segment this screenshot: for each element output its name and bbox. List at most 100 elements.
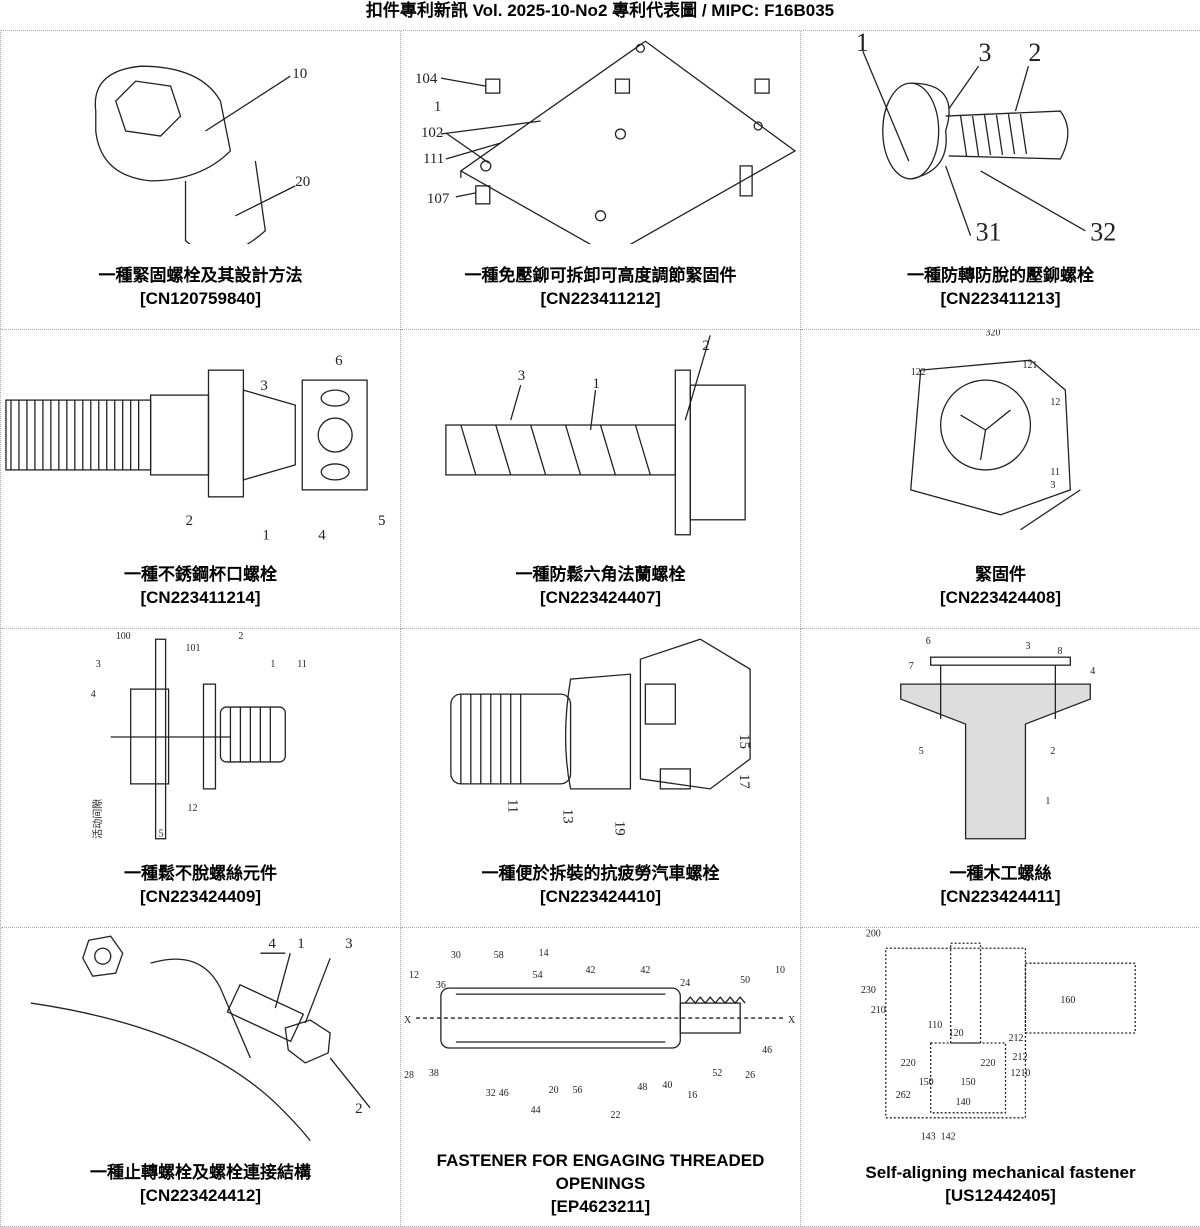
patent-number[interactable]: [CN223424408] bbox=[940, 587, 1061, 607]
callout-label: 32 bbox=[1090, 218, 1116, 244]
patent-title: 一種免壓鉚可拆卸可高度調節緊固件 bbox=[464, 265, 737, 285]
callout-label: 210 bbox=[871, 1005, 886, 1016]
callout-label: 36 bbox=[436, 980, 446, 991]
callout-label: 142 bbox=[941, 1132, 956, 1141]
callout-label: 1210 bbox=[1010, 1068, 1030, 1079]
callout-label: 3 bbox=[345, 936, 352, 952]
callout-label: 4 bbox=[318, 528, 326, 543]
patent-title: 一種鬆不脫螺絲元件 bbox=[124, 863, 277, 883]
callout-label: 120 bbox=[949, 1028, 964, 1039]
callout-label: 121 bbox=[1022, 360, 1037, 371]
callout-label: 212 bbox=[1008, 1033, 1023, 1044]
callout-label: 111 bbox=[423, 151, 444, 167]
page-title: 扣件專利新訊 Vol. 2025-10-No2 專利代表圖 / MIPC: F1… bbox=[365, 1, 835, 20]
callout-label: 3 bbox=[979, 38, 992, 67]
callout-label: 5 bbox=[378, 513, 385, 529]
patent-title: 一種防轉防脫的壓鉚螺栓 bbox=[907, 265, 1094, 285]
callout-label: 16 bbox=[687, 1090, 697, 1101]
callout-label: 15 bbox=[736, 734, 752, 749]
callout-label: 1 bbox=[593, 376, 600, 392]
callout-label: X bbox=[404, 1015, 412, 1026]
callout-label: 12 bbox=[409, 970, 419, 981]
callout-label: 40 bbox=[662, 1080, 672, 1091]
callout-label: 46 bbox=[762, 1045, 772, 1056]
callout-label: 20 bbox=[549, 1085, 559, 1096]
callout-label: 44 bbox=[531, 1105, 541, 1116]
callout-label: 150 bbox=[919, 1077, 934, 1088]
patent-number[interactable]: [CN223411214] bbox=[140, 587, 261, 607]
patent-number[interactable]: [CN223411212] bbox=[540, 288, 661, 308]
callout-label: X bbox=[788, 1015, 796, 1026]
callout-label: 1 bbox=[270, 659, 275, 670]
patent-number[interactable]: [EP4623211] bbox=[550, 1197, 651, 1216]
callout-label: 10 bbox=[775, 965, 785, 976]
callout-label: 50 bbox=[740, 975, 750, 986]
callout-label: 160 bbox=[1060, 995, 1075, 1006]
callout-label: 101 bbox=[186, 643, 201, 654]
patent-number[interactable]: [CN223424409] bbox=[140, 886, 261, 906]
callout-label: 4 bbox=[268, 936, 276, 952]
callout-label: 10 bbox=[292, 66, 307, 82]
callout-label: 212 bbox=[1012, 1052, 1027, 1063]
patent-title: FASTENER FOR ENGAGING THREADED OPENINGS bbox=[436, 1151, 765, 1193]
patent-number[interactable]: [CN223424412] bbox=[140, 1185, 261, 1205]
callout-label: 11 bbox=[1050, 467, 1060, 478]
callout-label: 220 bbox=[901, 1058, 916, 1069]
callout-label: 140 bbox=[956, 1097, 971, 1108]
patent-title: 一種止轉螺栓及螺栓連接結構 bbox=[90, 1162, 311, 1182]
patent-number[interactable]: [US12442405] bbox=[945, 1185, 1056, 1205]
callout-label: 1 bbox=[1045, 796, 1050, 807]
callout-label: 2 bbox=[1050, 746, 1055, 757]
callout-label: 19 bbox=[611, 821, 627, 836]
callout-label: 1 bbox=[262, 528, 269, 543]
patent-number[interactable]: [CN223411213] bbox=[940, 288, 1061, 308]
patent-number[interactable]: [CN223424410] bbox=[540, 886, 661, 906]
callout-label: 28 bbox=[404, 1070, 414, 1081]
patent-title: 緊固件 bbox=[975, 564, 1026, 584]
callout-label: 3 bbox=[1050, 480, 1055, 491]
callout-label: 24 bbox=[680, 978, 690, 989]
patent-number[interactable]: [CN223424411] bbox=[940, 886, 1061, 906]
callout-label: 14 bbox=[539, 948, 549, 959]
callout-label: 4 bbox=[91, 689, 96, 700]
callout-label: 3 bbox=[260, 378, 267, 394]
callout-label: 20 bbox=[295, 174, 310, 190]
patent-number[interactable]: [CN223424407] bbox=[540, 587, 661, 607]
callout-label: 32 bbox=[486, 1088, 496, 1099]
patent-number[interactable]: [CN120759840] bbox=[140, 288, 261, 308]
callout-label: 26 bbox=[745, 1070, 755, 1081]
callout-label: 11 bbox=[297, 659, 307, 670]
callout-label: 38 bbox=[429, 1068, 439, 1079]
callout-label: 1 bbox=[856, 31, 869, 57]
callout-label: 122 bbox=[911, 367, 926, 378]
callout-label: 48 bbox=[637, 1082, 647, 1093]
callout-label: 1 bbox=[297, 936, 304, 952]
callout-label: 56 bbox=[573, 1085, 583, 1096]
callout-label: 5 bbox=[919, 746, 924, 757]
callout-label: 2 bbox=[1028, 38, 1041, 67]
callout-label: 104 bbox=[415, 71, 438, 87]
patent-drawing: 4 1 3 2 bbox=[1, 928, 400, 1141]
callout-label: 46 bbox=[499, 1088, 509, 1099]
callout-label: 200 bbox=[866, 928, 881, 939]
callout-label: 11 bbox=[505, 799, 521, 813]
callout-label: 12 bbox=[1050, 397, 1060, 408]
callout-label: 2 bbox=[355, 1101, 362, 1117]
callout-label: 110 bbox=[928, 1020, 943, 1031]
callout-label: 5 bbox=[159, 829, 164, 840]
